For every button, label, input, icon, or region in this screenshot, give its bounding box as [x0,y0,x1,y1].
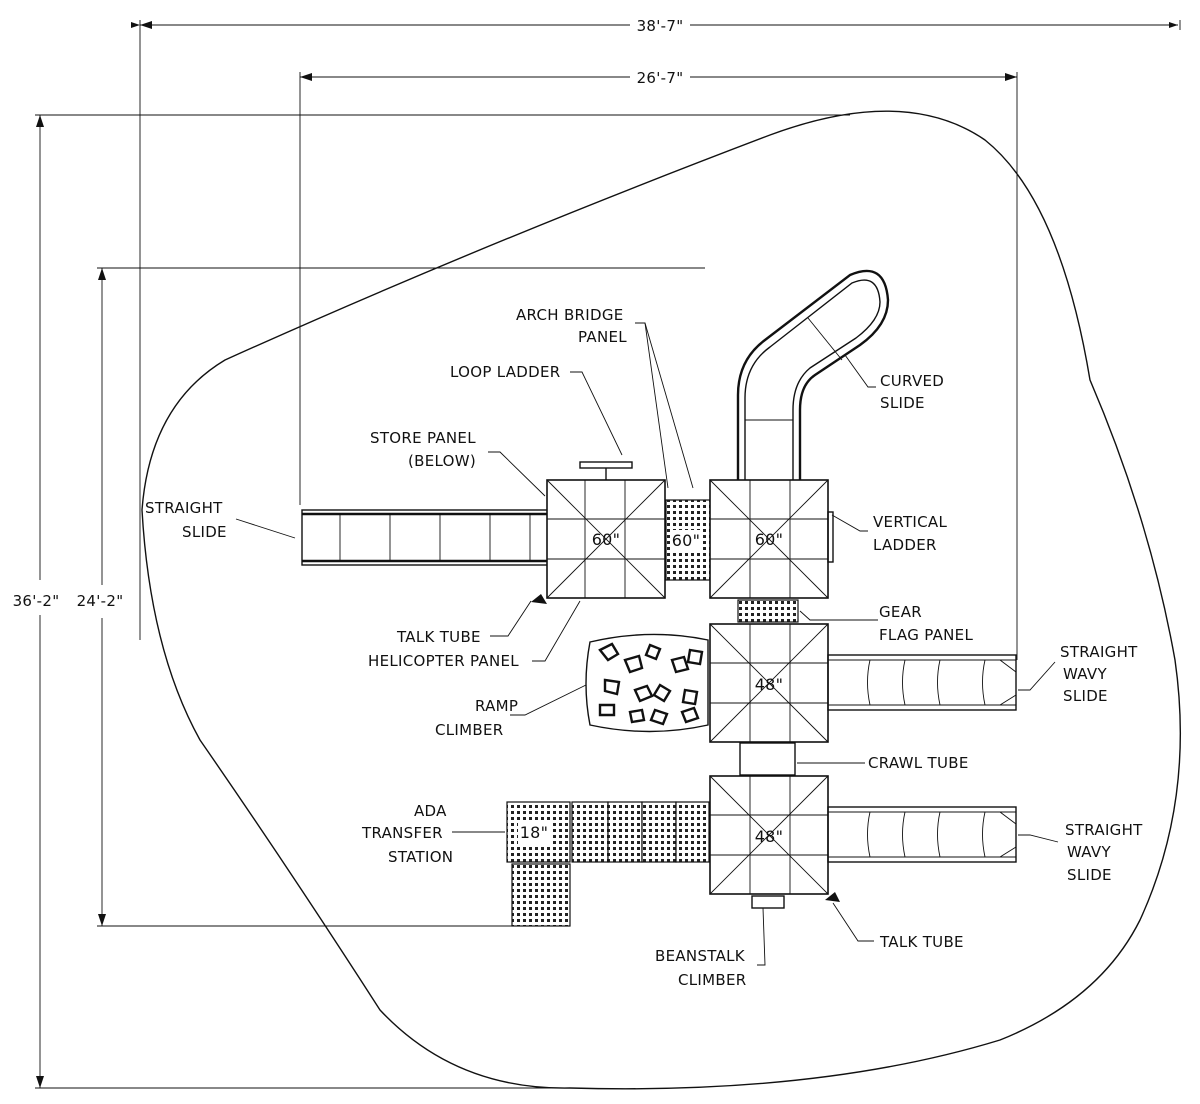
label-wavy-slide-top-2: WAVY [1063,665,1107,683]
crawl-tube [739,742,796,776]
talk-tube-top [531,594,547,604]
deck-right-label: 60" [755,530,784,549]
label-wavy-slide-bottom-1: STRAIGHT [1065,821,1143,839]
deck-bottom-label: 48" [755,827,784,846]
wavy-slide-top [827,654,1017,711]
ada-station-label: 18" [520,823,549,842]
talk-tube-bottom [825,892,840,902]
label-vertical-ladder-2: LADDER [873,536,937,554]
label-arch-bridge-2: PANEL [578,328,627,346]
dim-structure-depth: 24'-2" [77,267,705,927]
gear-flag-panel [737,599,799,623]
use-zone-boundary [141,110,1181,1090]
label-gear-flag-2: FLAG PANEL [879,626,973,644]
label-wavy-slide-bottom-3: SLIDE [1067,866,1112,884]
beanstalk-climber [751,895,785,909]
ramp-climber [585,633,709,733]
dim-structure-depth-label: 24'-2" [77,592,124,610]
label-straight-slide-2: SLIDE [182,523,227,541]
deck-right: 60" [709,479,829,599]
vertical-ladder [827,511,834,563]
dim-overall-width-label: 38'-7" [637,17,684,35]
label-straight-slide-1: STRAIGHT [145,499,223,517]
deck-bottom: 48" [709,775,829,895]
deck-left-label: 60" [592,530,621,549]
straight-slide-left [301,509,549,566]
label-helicopter-panel: HELICOPTER PANEL [368,652,519,670]
wavy-slide-bottom [827,806,1017,863]
leader-lines [235,322,1059,966]
label-ada-2: TRANSFER [361,824,443,842]
dim-structure-width-label: 26'-7" [637,69,684,87]
dim-overall-width: 38'-7" [131,17,1181,640]
label-vertical-ladder-1: VERTICAL [873,513,947,531]
ada-transfer-station: 18" [506,801,710,927]
dim-structure-width: 26'-7" [299,69,1018,660]
label-ramp-climber-1: RAMP [475,697,518,715]
label-curved-slide-1: CURVED [880,372,944,390]
label-ada-3: STATION [388,848,453,866]
label-wavy-slide-top-1: STRAIGHT [1060,643,1138,661]
bridge-label: 60" [672,531,701,550]
label-loop-ladder: LOOP LADDER [450,363,561,381]
label-talk-tube-top: TALK TUBE [396,628,481,646]
dim-overall-depth: 36'-2" [13,114,850,1089]
label-talk-tube-bottom: TALK TUBE [879,933,964,951]
loop-ladder [579,461,633,480]
label-wavy-slide-bottom-2: WAVY [1067,843,1111,861]
label-beanstalk-2: CLIMBER [678,971,747,989]
label-gear-flag-1: GEAR [879,603,922,621]
label-ada-1: ADA [414,802,447,820]
label-crawl-tube: CRAWL TUBE [868,754,969,772]
label-ramp-climber-2: CLIMBER [435,721,504,739]
curved-slide [736,269,890,480]
arch-bridge: 60" [665,499,711,581]
label-curved-slide-2: SLIDE [880,394,925,412]
deck-mid-label: 48" [755,675,784,694]
label-arch-bridge-1: ARCH BRIDGE [516,306,624,324]
label-beanstalk-1: BEANSTALK [655,947,746,965]
label-store-panel-2: (BELOW) [408,452,476,470]
dim-overall-depth-label: 36'-2" [13,592,60,610]
label-wavy-slide-top-3: SLIDE [1063,687,1108,705]
label-store-panel-1: STORE PANEL [370,429,476,447]
deck-mid: 48" [709,623,829,743]
deck-left: 60" [546,479,666,599]
